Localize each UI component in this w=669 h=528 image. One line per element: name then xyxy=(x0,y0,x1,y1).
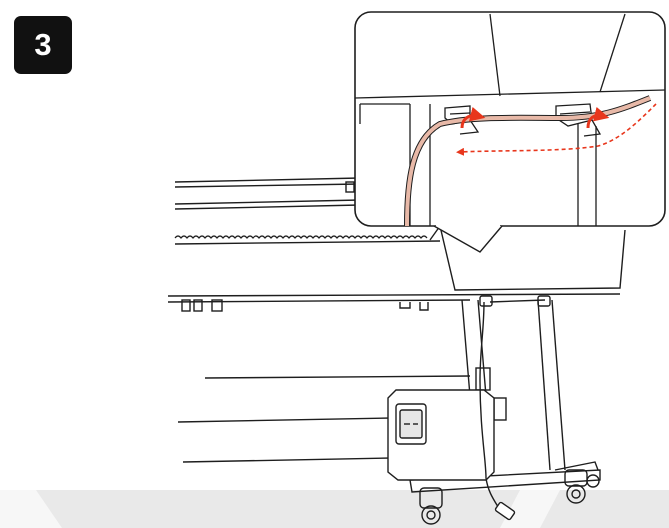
printer-stand xyxy=(409,295,601,525)
paper-roll-lines xyxy=(177,375,471,463)
floor-band xyxy=(0,490,669,528)
power-cable xyxy=(479,299,546,521)
dashed-red-arrow xyxy=(456,103,657,156)
power-unit-box xyxy=(387,389,495,481)
printer-body xyxy=(167,177,626,312)
curved-red-arrow xyxy=(460,106,610,129)
zoom-detail-callout xyxy=(354,11,666,253)
step-number-badge: 3 xyxy=(14,16,72,74)
